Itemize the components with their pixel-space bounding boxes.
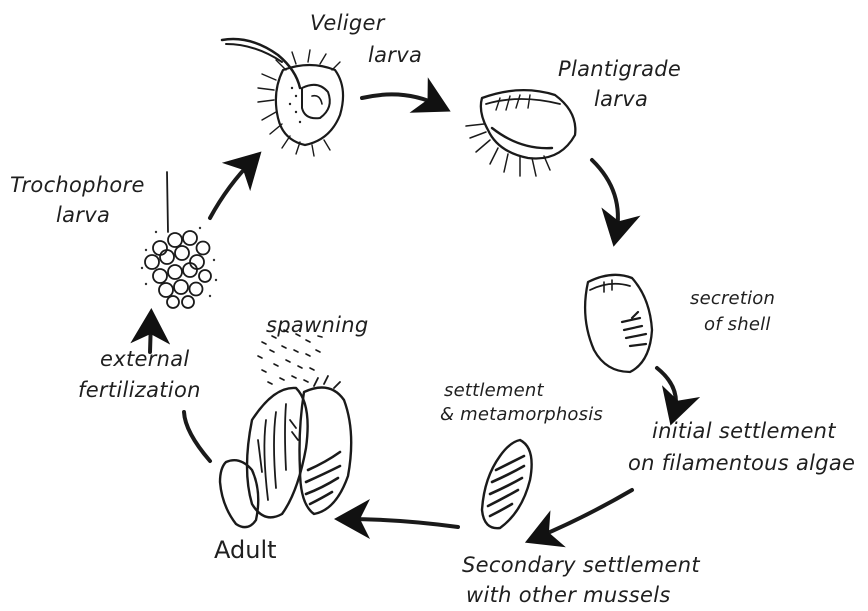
settlement-metamorphosis-drawing: [482, 440, 532, 528]
arrow-initial-to-secondary: [536, 490, 632, 538]
plantigrade-label-line2: larva: [594, 87, 648, 111]
cycle-arrows: [150, 94, 676, 538]
secondary-settlement-label-line1: Secondary settlement: [462, 553, 700, 577]
arrow-secretion-to-initial: [657, 368, 676, 414]
arrow-trochophore-to-veliger: [210, 160, 253, 218]
fertilization-label-line2: fertilization: [78, 378, 201, 402]
veliger-label-line1: Veliger: [310, 11, 386, 35]
trochophore-label-line2: larva: [56, 203, 110, 227]
arrow-secondary-to-adult: [346, 519, 458, 527]
veliger-larva-drawing: [222, 39, 343, 156]
fertilization-label-line1: external: [100, 347, 190, 371]
secondary-settlement-label-line2: with other mussels: [466, 583, 671, 607]
adult-label: Adult: [214, 536, 277, 564]
secretion-label-line1: secretion: [690, 288, 775, 309]
initial-settlement-label-line2: on filamentous algae: [628, 451, 855, 475]
veliger-label-line2: larva: [368, 43, 422, 67]
arrow-veliger-to-plantigrade: [362, 94, 440, 106]
arrow-adult-to-fertilization: [184, 412, 210, 461]
settlement-metamorphosis-label-line1: settlement: [444, 380, 544, 401]
plantigrade-label-line1: Plantigrade: [558, 57, 681, 81]
secretion-label-line2: of shell: [704, 314, 771, 335]
trochophore-larva-drawing: [141, 172, 217, 308]
initial-settlement-label-line1: initial settlement: [652, 419, 836, 443]
arrow-plantigrade-to-secretion: [592, 160, 618, 235]
adult-mussel-drawing: [220, 376, 351, 527]
plantigrade-larva-drawing: [466, 90, 575, 176]
trochophore-label-line1: Trochophore: [10, 173, 145, 197]
settlement-metamorphosis-label-line2: & metamorphosis: [440, 404, 603, 425]
spawning-dots: [258, 330, 322, 384]
spawning-label: spawning: [266, 313, 369, 337]
secretion-of-shell-drawing: [585, 275, 652, 372]
